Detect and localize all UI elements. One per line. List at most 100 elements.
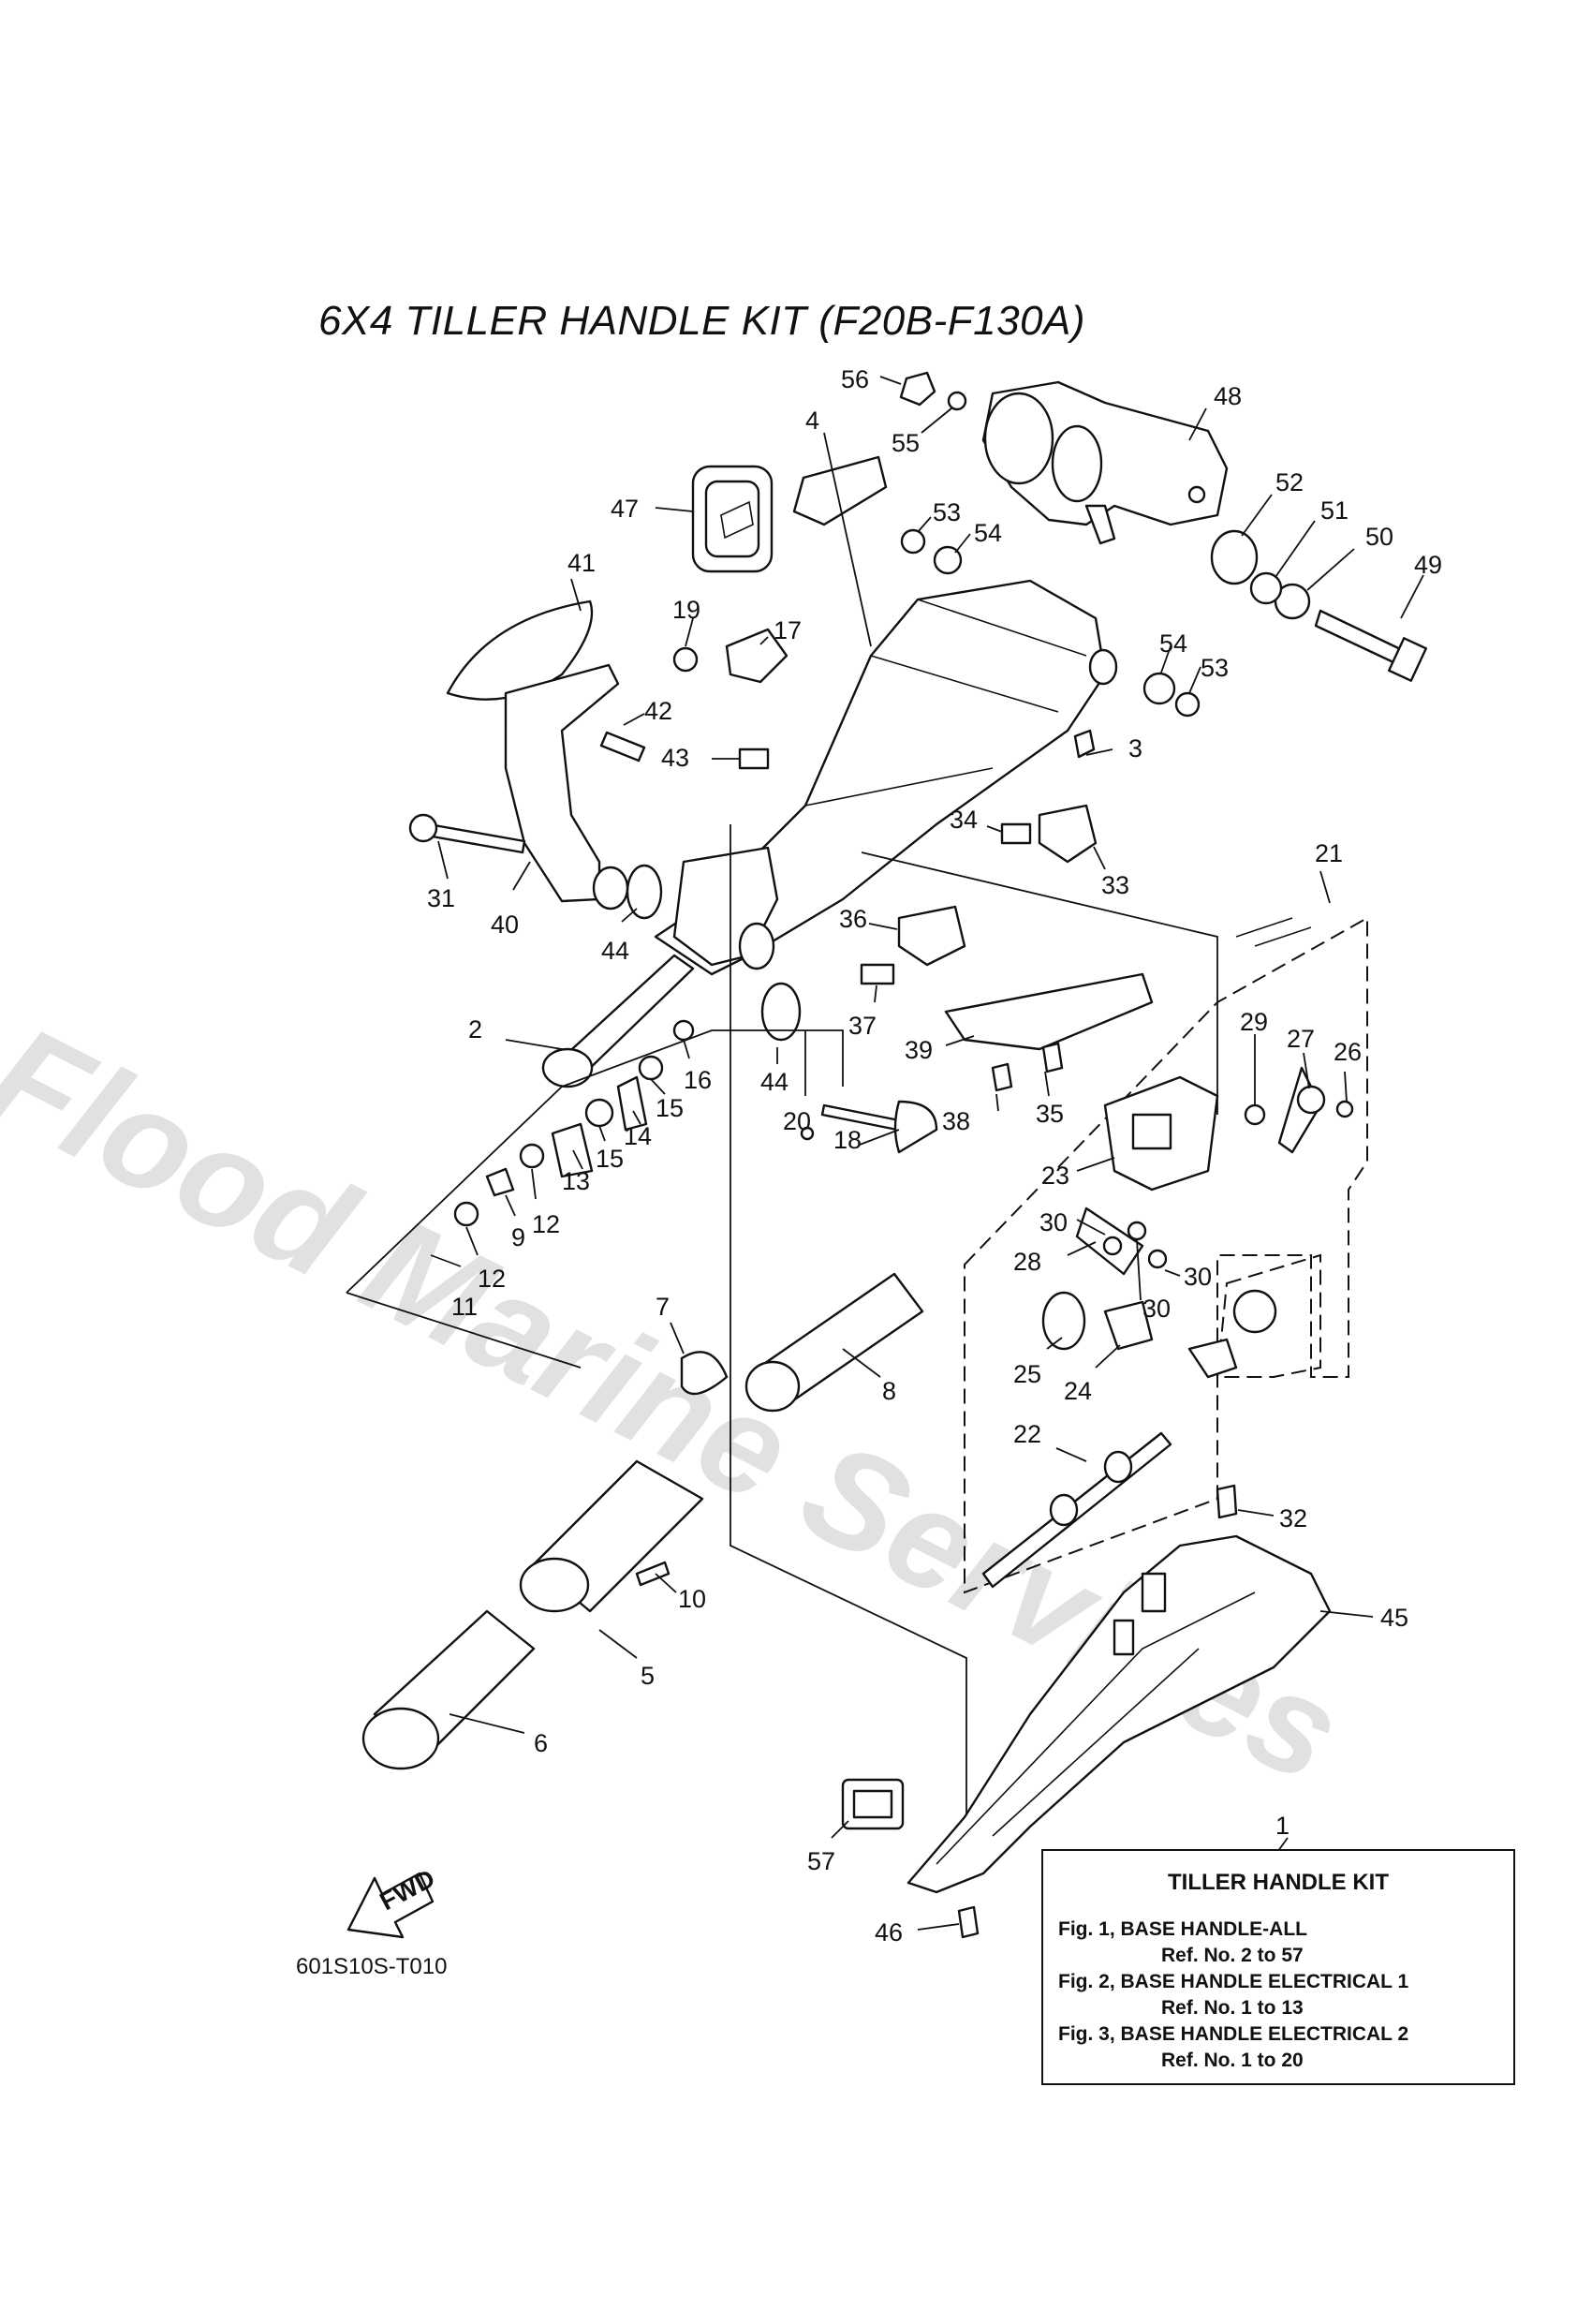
callout-5: 5 bbox=[641, 1662, 655, 1690]
callout-54-b: 54 bbox=[1159, 629, 1187, 658]
seal-7 bbox=[680, 1351, 729, 1396]
bracket-33 bbox=[1038, 804, 1098, 864]
callout-15-b: 15 bbox=[596, 1145, 624, 1173]
callout-30-c: 30 bbox=[1142, 1295, 1171, 1323]
callout-30-b: 30 bbox=[1184, 1263, 1212, 1291]
callouts: 1 2 3 4 5 6 7 8 9 10 11 12 12 13 bbox=[427, 365, 1442, 1947]
plate-37 bbox=[860, 963, 895, 985]
decal-4 bbox=[792, 455, 888, 526]
callout-7: 7 bbox=[656, 1293, 670, 1321]
callout-51: 51 bbox=[1320, 496, 1349, 525]
upper-bracket-48 bbox=[981, 380, 1229, 545]
screw-35 bbox=[1041, 1042, 1064, 1073]
lower-case-45 bbox=[906, 1534, 1332, 1894]
callout-39: 39 bbox=[905, 1036, 933, 1064]
kit-box-ref-1: Ref. No. 2 to 57 bbox=[1161, 1945, 1304, 1966]
plate-34 bbox=[1000, 822, 1032, 845]
gear-27 bbox=[1296, 1085, 1326, 1115]
stopper-16 bbox=[672, 1019, 695, 1042]
knob-24 bbox=[1103, 1300, 1154, 1351]
harness-21 bbox=[1235, 917, 1312, 947]
callout-30-a: 30 bbox=[1039, 1208, 1068, 1236]
callout-24: 24 bbox=[1064, 1377, 1092, 1405]
callout-33: 33 bbox=[1101, 871, 1129, 899]
spring-14 bbox=[616, 1075, 648, 1132]
diagram-title: 6X4 TILLER HANDLE KIT (F20B-F130A) bbox=[318, 298, 1086, 344]
kit-box-title: TILLER HANDLE KIT bbox=[1168, 1870, 1389, 1895]
fitting-3 bbox=[1073, 729, 1096, 759]
nut-56 bbox=[899, 371, 936, 407]
group-line-upper bbox=[346, 1029, 844, 1294]
collar-13 bbox=[551, 1122, 594, 1178]
switch-assembly-23 bbox=[1103, 1075, 1219, 1192]
washer-15-a bbox=[638, 1055, 664, 1081]
collar-54-top bbox=[933, 545, 963, 575]
bolt-49 bbox=[1314, 609, 1428, 682]
collar-54-right bbox=[1142, 672, 1176, 705]
callout-41: 41 bbox=[567, 549, 596, 577]
pin-11 bbox=[430, 1254, 462, 1267]
kit-box-fig-3: Fig. 3, BASE HANDLE ELECTRICAL 2 bbox=[1058, 2023, 1409, 2045]
callout-50: 50 bbox=[1365, 523, 1393, 551]
callout-46: 46 bbox=[875, 1918, 903, 1947]
kit-box-fig-1: Fig. 1, BASE HANDLE-ALL bbox=[1058, 1918, 1307, 1940]
callout-49: 49 bbox=[1414, 551, 1442, 579]
bush-44-upper bbox=[626, 864, 663, 920]
screw-32 bbox=[1216, 1484, 1238, 1519]
callout-57: 57 bbox=[807, 1847, 835, 1875]
fwd-arrow-icon: FWD bbox=[346, 1864, 439, 1939]
bushing-25 bbox=[1041, 1291, 1086, 1351]
throttle-shaft-2 bbox=[541, 954, 695, 1088]
collar-52 bbox=[1210, 529, 1259, 585]
grommet-47 bbox=[691, 465, 774, 573]
knob-18 bbox=[893, 1100, 938, 1154]
connector-57 bbox=[841, 1778, 905, 1830]
callout-29: 29 bbox=[1240, 1008, 1268, 1036]
cam-17 bbox=[725, 628, 788, 684]
kit-box-fig-2: Fig. 2, BASE HANDLE ELECTRICAL 1 bbox=[1058, 1971, 1409, 1992]
screw-42 bbox=[599, 731, 646, 762]
callout-13: 13 bbox=[562, 1167, 590, 1195]
callout-21: 21 bbox=[1315, 839, 1343, 867]
group-line-lower bbox=[346, 1292, 582, 1369]
bracket-39 bbox=[944, 972, 1154, 1051]
callout-27: 27 bbox=[1287, 1025, 1315, 1053]
callout-43: 43 bbox=[661, 744, 689, 772]
callout-54-a: 54 bbox=[974, 519, 1002, 547]
screw-30-a bbox=[1102, 1236, 1123, 1256]
screw-30-b bbox=[1127, 1221, 1147, 1241]
washer-53-top bbox=[900, 528, 926, 555]
callout-18: 18 bbox=[833, 1126, 862, 1154]
callout-38: 38 bbox=[942, 1107, 970, 1135]
callout-1: 1 bbox=[1275, 1812, 1290, 1840]
screw-30-c bbox=[1147, 1249, 1168, 1269]
holder-32-top bbox=[1187, 1338, 1238, 1379]
bracket-36 bbox=[897, 905, 966, 967]
callout-6: 6 bbox=[534, 1729, 548, 1757]
callout-12-a: 12 bbox=[532, 1210, 560, 1238]
callout-15-a: 15 bbox=[656, 1094, 684, 1122]
washer-12-b bbox=[453, 1201, 479, 1227]
clip-26 bbox=[1335, 1100, 1354, 1118]
callout-28: 28 bbox=[1013, 1248, 1041, 1276]
callout-35: 35 bbox=[1036, 1100, 1064, 1128]
nut-29 bbox=[1244, 1103, 1266, 1126]
figure-code: 601S10S-T010 bbox=[296, 1954, 448, 1979]
callout-48: 48 bbox=[1214, 382, 1242, 410]
callout-36: 36 bbox=[839, 905, 867, 933]
washer-50 bbox=[1274, 583, 1311, 620]
callout-40: 40 bbox=[491, 910, 519, 939]
detent-gear bbox=[1232, 1289, 1277, 1334]
callout-45: 45 bbox=[1380, 1604, 1408, 1632]
callout-20: 20 bbox=[783, 1107, 811, 1135]
bolt-31-head bbox=[408, 813, 438, 843]
clip-9 bbox=[485, 1167, 515, 1197]
tiller-arm-body bbox=[654, 579, 1118, 976]
callout-37: 37 bbox=[848, 1012, 877, 1040]
callout-44-b: 44 bbox=[760, 1068, 788, 1096]
kit-contents-box: TILLER HANDLE KIT Fig. 1, BASE HANDLE-AL… bbox=[1041, 1849, 1515, 2085]
callout-53-b: 53 bbox=[1201, 654, 1229, 682]
callout-47: 47 bbox=[611, 495, 639, 523]
callout-56: 56 bbox=[841, 365, 869, 393]
